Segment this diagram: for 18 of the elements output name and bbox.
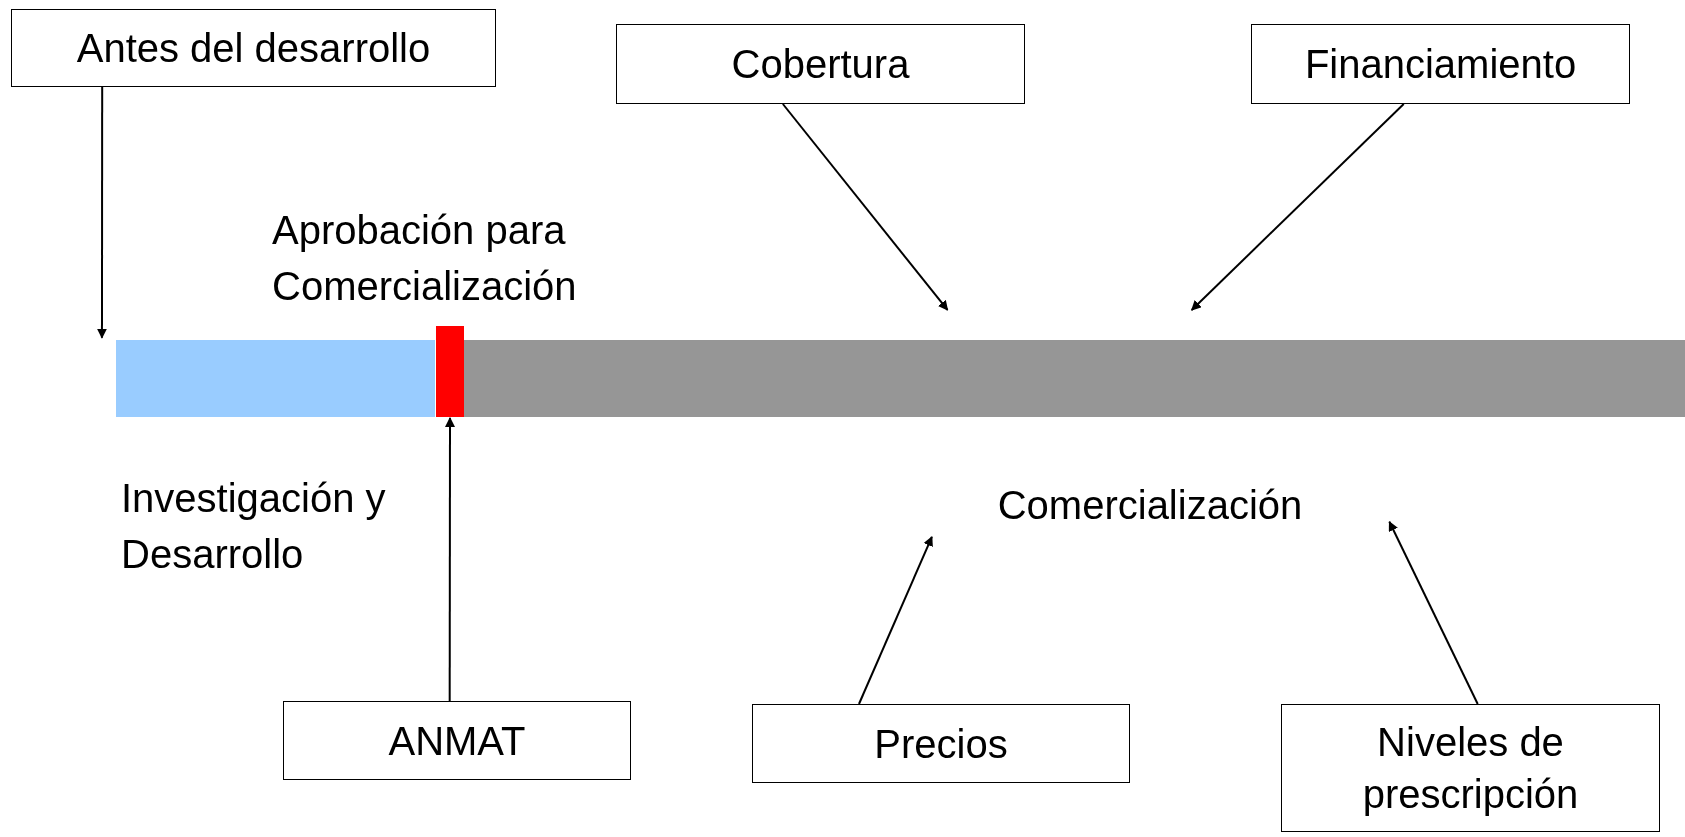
- timeline-bar: [464, 340, 1685, 417]
- label-box: Antes del desarrollo: [11, 9, 496, 87]
- arrow: [1388, 520, 1479, 705]
- timeline-bar: [436, 326, 464, 417]
- label-box: Financiamiento: [1251, 24, 1630, 104]
- phase-label: Aprobación para Comercialización: [272, 207, 578, 310]
- arrow: [445, 416, 455, 702]
- arrow: [96, 86, 107, 339]
- label-box: Niveles de prescripción: [1281, 704, 1660, 832]
- phase-label: Comercialización: [960, 475, 1340, 535]
- phase-label: Investigación y Desarrollo: [121, 475, 386, 578]
- label-box: ANMAT: [283, 701, 631, 780]
- arrow: [1190, 103, 1405, 311]
- label-box: Cobertura: [616, 24, 1025, 104]
- arrow: [781, 103, 949, 311]
- arrow: [857, 535, 933, 705]
- timeline-bar: [116, 340, 435, 417]
- label-box: Precios: [752, 704, 1130, 783]
